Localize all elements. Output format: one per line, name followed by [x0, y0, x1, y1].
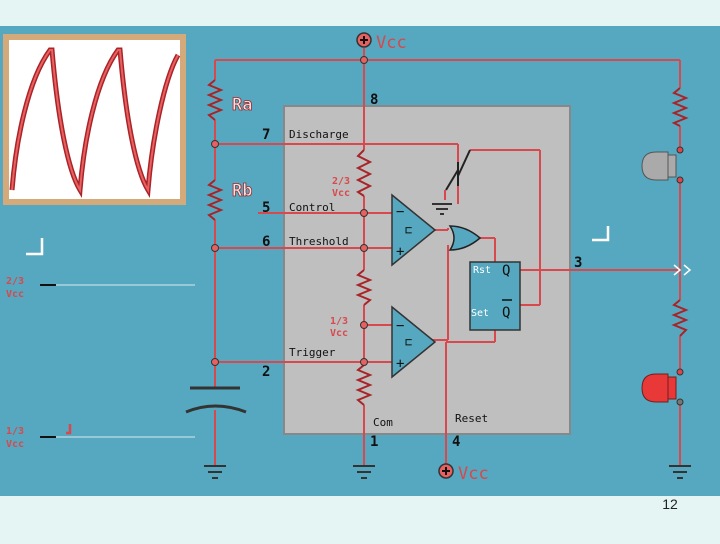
step-marker-low [66, 424, 72, 435]
divider-resistor-top [355, 149, 373, 197]
pin-1: 1 [370, 434, 378, 450]
timing-capacitor [185, 386, 247, 414]
vcc-label-top: Vcc [376, 33, 407, 53]
ground-icon-led [669, 465, 691, 479]
flipflop-set-label: Set [471, 308, 489, 319]
vcc-label-bottom: Vcc [458, 464, 489, 484]
vcc-supply-bottom: Vcc [438, 463, 489, 484]
or-gate [448, 225, 482, 251]
pin-2: 2 [262, 364, 270, 380]
comparator-upper-minus: − [396, 204, 404, 220]
waveform-screen [9, 40, 180, 199]
divider-lower-num: 1/3 [330, 316, 348, 327]
step-marker-right [592, 226, 610, 242]
waveform-window [3, 34, 186, 205]
resistor-ra [206, 79, 224, 121]
comparator-lower: − + ⊏ [391, 305, 437, 379]
step-marker-left [26, 238, 44, 256]
resistor-rb [206, 179, 224, 221]
flipflop-q-label: Q [502, 263, 510, 279]
ground-icon-transistor [432, 203, 452, 215]
led-resistor-top [671, 87, 689, 127]
pin-8: 8 [370, 92, 378, 108]
comparator-upper-symbol: ⊏ [405, 223, 412, 237]
label-threshold: Threshold [289, 235, 349, 248]
divider-lower-den: Vcc [330, 328, 348, 339]
ground-icons [204, 203, 691, 479]
comparator-lower-minus: − [396, 318, 404, 334]
step-markers [26, 226, 610, 435]
pin-4: 4 [452, 434, 460, 450]
led-bottom [641, 368, 684, 406]
comparator-upper: − + ⊏ [391, 193, 437, 267]
label-control: Control [289, 201, 335, 214]
pin-3: 3 [574, 255, 582, 271]
flip-flop: Rst Set Q Q [469, 261, 521, 331]
level-lower-den: Vcc [6, 439, 24, 450]
pin-7: 7 [262, 127, 270, 143]
ground-icon-com [353, 465, 375, 479]
vcc-supply-top: Vcc [356, 32, 407, 53]
flipflop-qbar-label: Q [502, 305, 510, 321]
label-com: Com [373, 416, 393, 429]
led-resistor-bottom [671, 299, 689, 337]
flipflop-rst-label: Rst [473, 265, 491, 276]
divider-upper-den: Vcc [332, 188, 350, 199]
slide-number: 12 [662, 496, 678, 512]
label-trigger: Trigger [289, 346, 336, 359]
pin-5: 5 [262, 200, 270, 216]
divider-labels: 2/3 Vcc 1/3 Vcc [330, 176, 350, 339]
waveform-trace [11, 49, 179, 194]
level-indicators: 2/3 Vcc 1/3 Vcc [6, 276, 195, 450]
output-arrow-icon [673, 264, 682, 276]
level-upper-den: Vcc [6, 289, 24, 300]
label-ra: Ra [232, 95, 252, 115]
ground-icon-cap [204, 465, 226, 479]
junction-dots [211, 56, 368, 366]
label-reset: Reset [455, 412, 488, 425]
divider-resistor-mid [355, 269, 373, 306]
discharge-transistor [445, 149, 471, 191]
led-top [641, 146, 684, 184]
pin-numbers: 8 7 5 6 2 1 4 3 [262, 92, 582, 450]
label-rb: Rb [232, 181, 252, 201]
divider-upper-num: 2/3 [332, 176, 350, 187]
label-discharge: Discharge [289, 128, 349, 141]
comparator-lower-plus: + [396, 356, 404, 372]
level-upper-num: 2/3 [6, 276, 24, 287]
comparator-upper-plus: + [396, 244, 404, 260]
pin-labels: Discharge Control Threshold Trigger Com … [289, 128, 488, 429]
divider-resistor-bottom [355, 364, 373, 406]
comparator-lower-symbol: ⊏ [405, 335, 412, 349]
output-arrow-icon-2 [683, 264, 692, 276]
level-lower-num: 1/3 [6, 426, 24, 437]
resistors [206, 79, 689, 406]
pin-6: 6 [262, 234, 270, 250]
